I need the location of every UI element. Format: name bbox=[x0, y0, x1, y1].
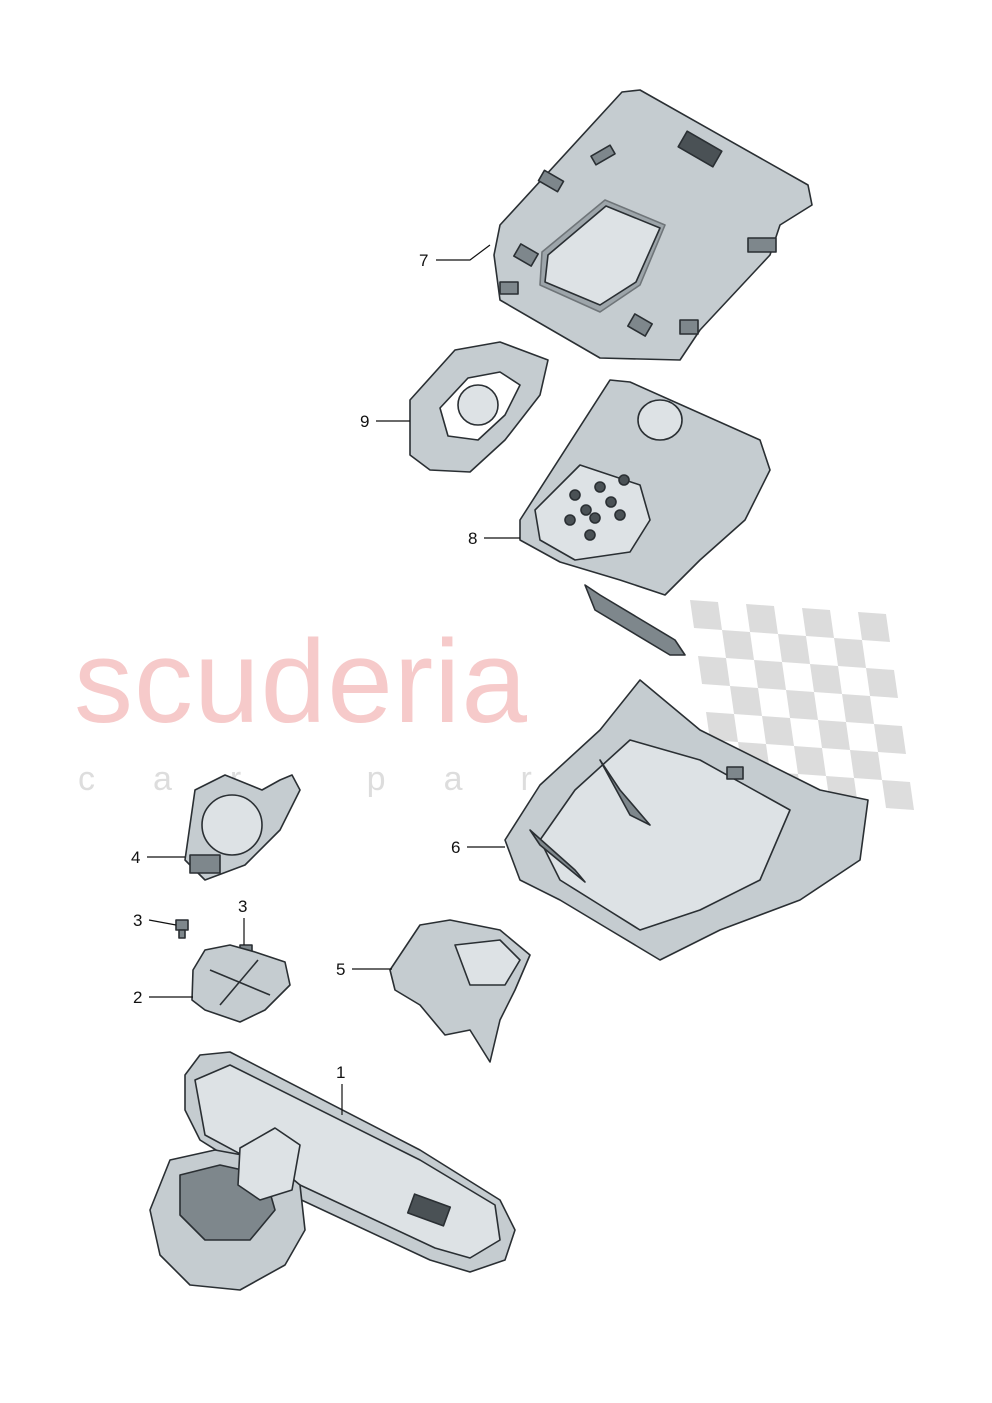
callout-2: 2 bbox=[133, 988, 193, 1007]
callout-label-3b: 3 bbox=[238, 897, 247, 916]
callout-4: 4 bbox=[131, 848, 185, 867]
callout-label-6: 6 bbox=[451, 838, 460, 857]
callout-label-5: 5 bbox=[336, 960, 345, 979]
rain-light-sensor-part bbox=[184, 774, 301, 881]
checker-square bbox=[754, 660, 786, 690]
screw-part-a bbox=[175, 919, 189, 939]
checker-square bbox=[786, 690, 818, 720]
leader-line-3a bbox=[148, 919, 177, 926]
mounting-plate-part bbox=[493, 89, 813, 361]
mount-cover-part bbox=[389, 919, 531, 1063]
checker-square bbox=[778, 634, 810, 664]
checker-square bbox=[810, 664, 842, 694]
callout-9: 9 bbox=[360, 412, 410, 431]
checker-square bbox=[842, 694, 874, 724]
callout-label-9: 9 bbox=[360, 412, 369, 431]
callout-3b: 3 bbox=[238, 897, 247, 945]
callout-1: 1 bbox=[336, 1063, 345, 1115]
checker-square bbox=[706, 712, 738, 742]
bracket-plate-part bbox=[191, 944, 291, 1023]
callout-label-7: 8 bbox=[468, 529, 477, 548]
callout-label-4: 4 bbox=[131, 848, 140, 867]
callout-7: 8 bbox=[468, 529, 520, 548]
rearview-mirror-part bbox=[149, 1051, 516, 1291]
checker-square bbox=[850, 750, 882, 780]
callout-5: 5 bbox=[336, 960, 392, 979]
checker-square bbox=[698, 656, 730, 686]
watermark-brand: scuderia bbox=[74, 616, 528, 748]
checker-square bbox=[746, 604, 778, 634]
checker-square bbox=[762, 716, 794, 746]
checker-square bbox=[818, 720, 850, 750]
checker-square bbox=[882, 780, 914, 810]
checker-square bbox=[802, 608, 834, 638]
checker-square bbox=[690, 600, 722, 630]
trim-frame-part bbox=[409, 341, 549, 473]
callout-label-8: 7 bbox=[419, 251, 428, 270]
callout-6: 6 bbox=[451, 838, 505, 857]
sensor-bracket-part bbox=[519, 379, 771, 656]
checker-square bbox=[858, 612, 890, 642]
checker-square bbox=[834, 638, 866, 668]
callout-label-1: 1 bbox=[336, 1063, 345, 1082]
checker-square bbox=[866, 668, 898, 698]
checker-square bbox=[874, 724, 906, 754]
checker-square bbox=[730, 686, 762, 716]
callout-label-2: 2 bbox=[133, 988, 142, 1007]
mirror-base-cover-part bbox=[504, 679, 869, 961]
checker-square bbox=[722, 630, 754, 660]
callout-3a: 3 bbox=[133, 911, 177, 930]
callout-label-3a: 3 bbox=[133, 911, 142, 930]
checker-square bbox=[794, 746, 826, 776]
callout-8: 7 bbox=[419, 244, 491, 270]
leader-line-8 bbox=[436, 244, 491, 261]
